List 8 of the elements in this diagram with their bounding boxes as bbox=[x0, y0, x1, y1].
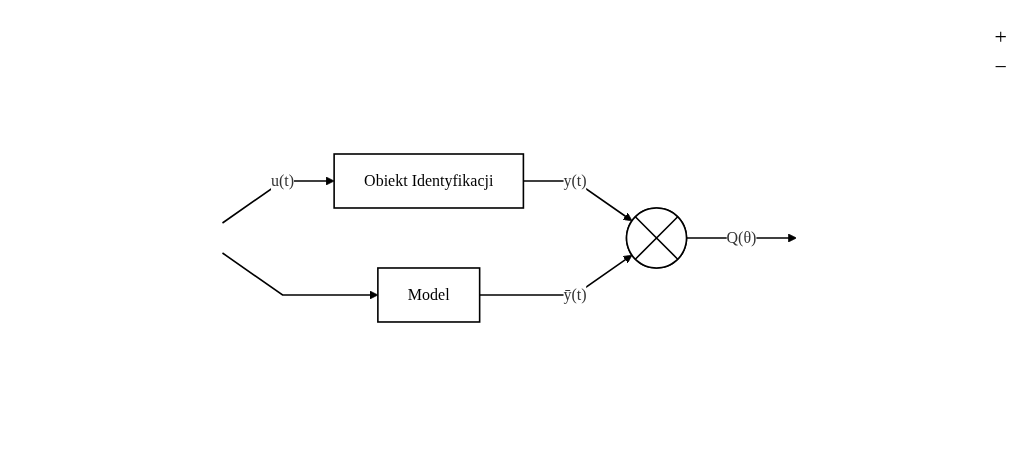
edge-label: Q(θ) bbox=[726, 228, 757, 246]
node-box: Model bbox=[376, 267, 481, 323]
edge-label: u(t) bbox=[270, 172, 294, 189]
edge-label: ȳ(t) bbox=[563, 285, 587, 303]
node-box: Obiekt Identyfikacji bbox=[333, 153, 524, 209]
sign-label: + bbox=[994, 24, 1007, 50]
edge-label: y(t) bbox=[563, 172, 587, 189]
sign-label: − bbox=[994, 54, 1007, 80]
